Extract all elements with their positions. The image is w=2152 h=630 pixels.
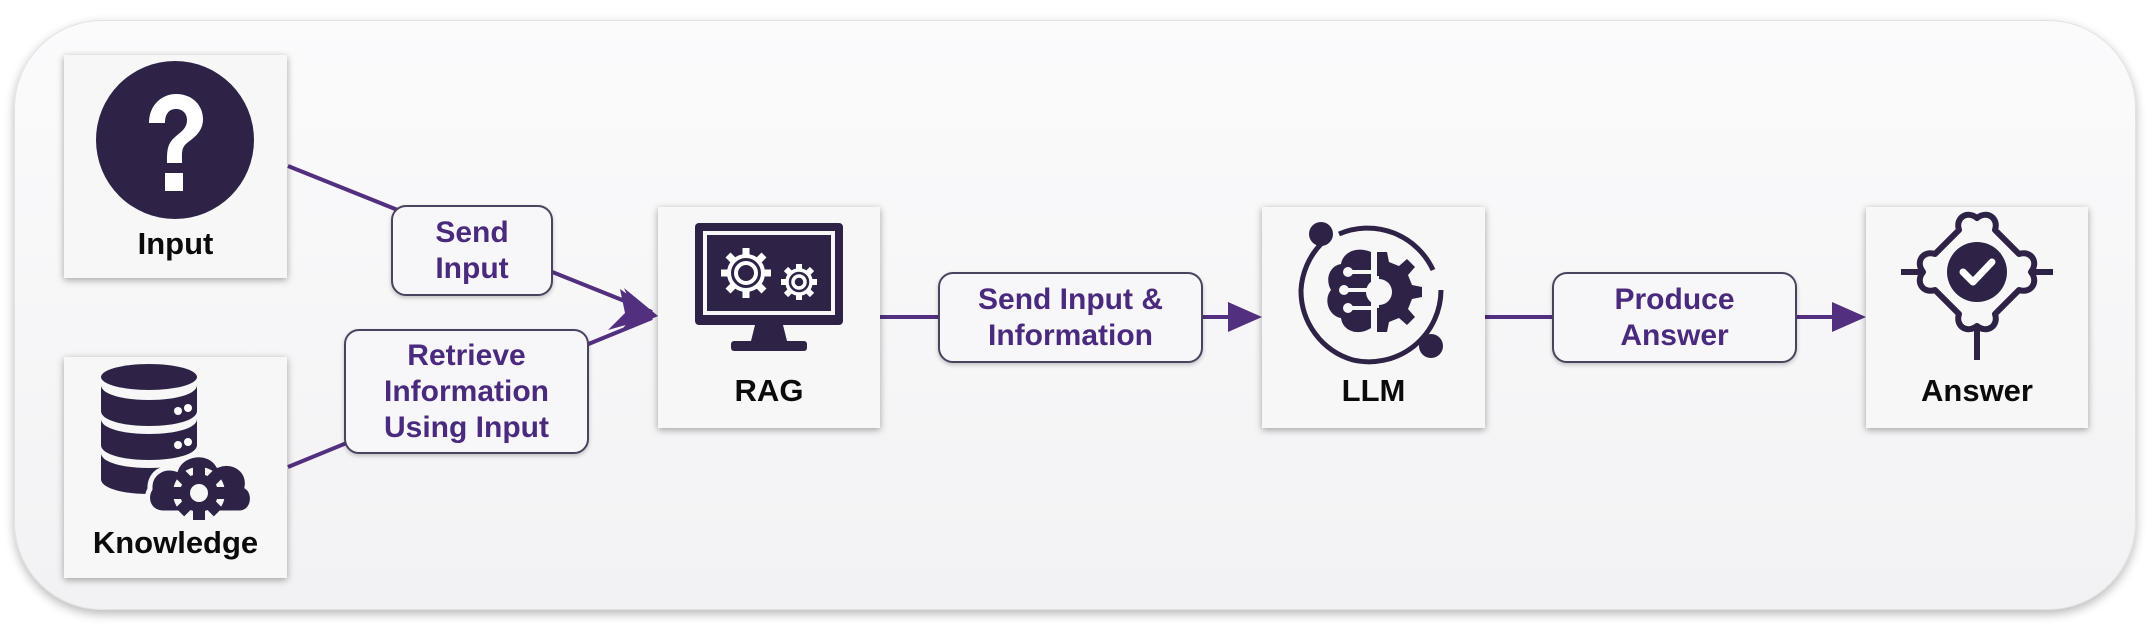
edge-label-send-info: Send Input & Information: [938, 272, 1203, 363]
arrowhead-answer: [1832, 302, 1866, 332]
answer-node-label: Answer: [1921, 373, 2033, 408]
question-circle-icon: [96, 61, 254, 219]
llm-node: LLM: [1262, 207, 1485, 428]
monitor-gears-icon: [695, 223, 843, 351]
database-cloud-gear-icon: [101, 364, 255, 520]
input-node-label: Input: [137, 226, 214, 261]
arrowhead-llm: [1228, 302, 1262, 332]
input-node: Input: [64, 55, 287, 278]
edge-label-produce-line1: Produce: [1614, 282, 1735, 316]
edge-label-send-input-line1: Send: [435, 215, 509, 249]
llm-node-label: LLM: [1341, 373, 1406, 408]
arrowhead-rag-top: [608, 289, 658, 330]
brain-gear-icon: [1298, 222, 1444, 365]
edge-label-retrieve-line3: Using Input: [384, 410, 549, 444]
edge-label-send-input-line2: Input: [435, 251, 509, 285]
rag-node-label: RAG: [734, 373, 804, 408]
knowledge-node: Knowledge: [64, 357, 287, 578]
edge-label-retrieve-line1: Retrieve: [407, 338, 526, 372]
edge-label-retrieve-line2: Information: [384, 374, 549, 408]
edge-label-produce-line2: Answer: [1620, 318, 1729, 352]
arrowhead-rag-bottom: [618, 288, 658, 334]
edge-label-send-info-line2: Information: [988, 318, 1153, 352]
puzzle-check-icon: [1901, 211, 2053, 360]
edge-label-retrieve: Retrieve Information Using Input: [344, 329, 589, 454]
knowledge-node-label: Knowledge: [92, 525, 259, 560]
rag-node: RAG: [658, 207, 880, 428]
edge-label-produce: Produce Answer: [1552, 272, 1797, 363]
edge-label-send-info-line1: Send Input &: [978, 282, 1163, 316]
answer-node: Answer: [1866, 207, 2088, 428]
edge-label-send-input: Send Input: [391, 205, 553, 296]
